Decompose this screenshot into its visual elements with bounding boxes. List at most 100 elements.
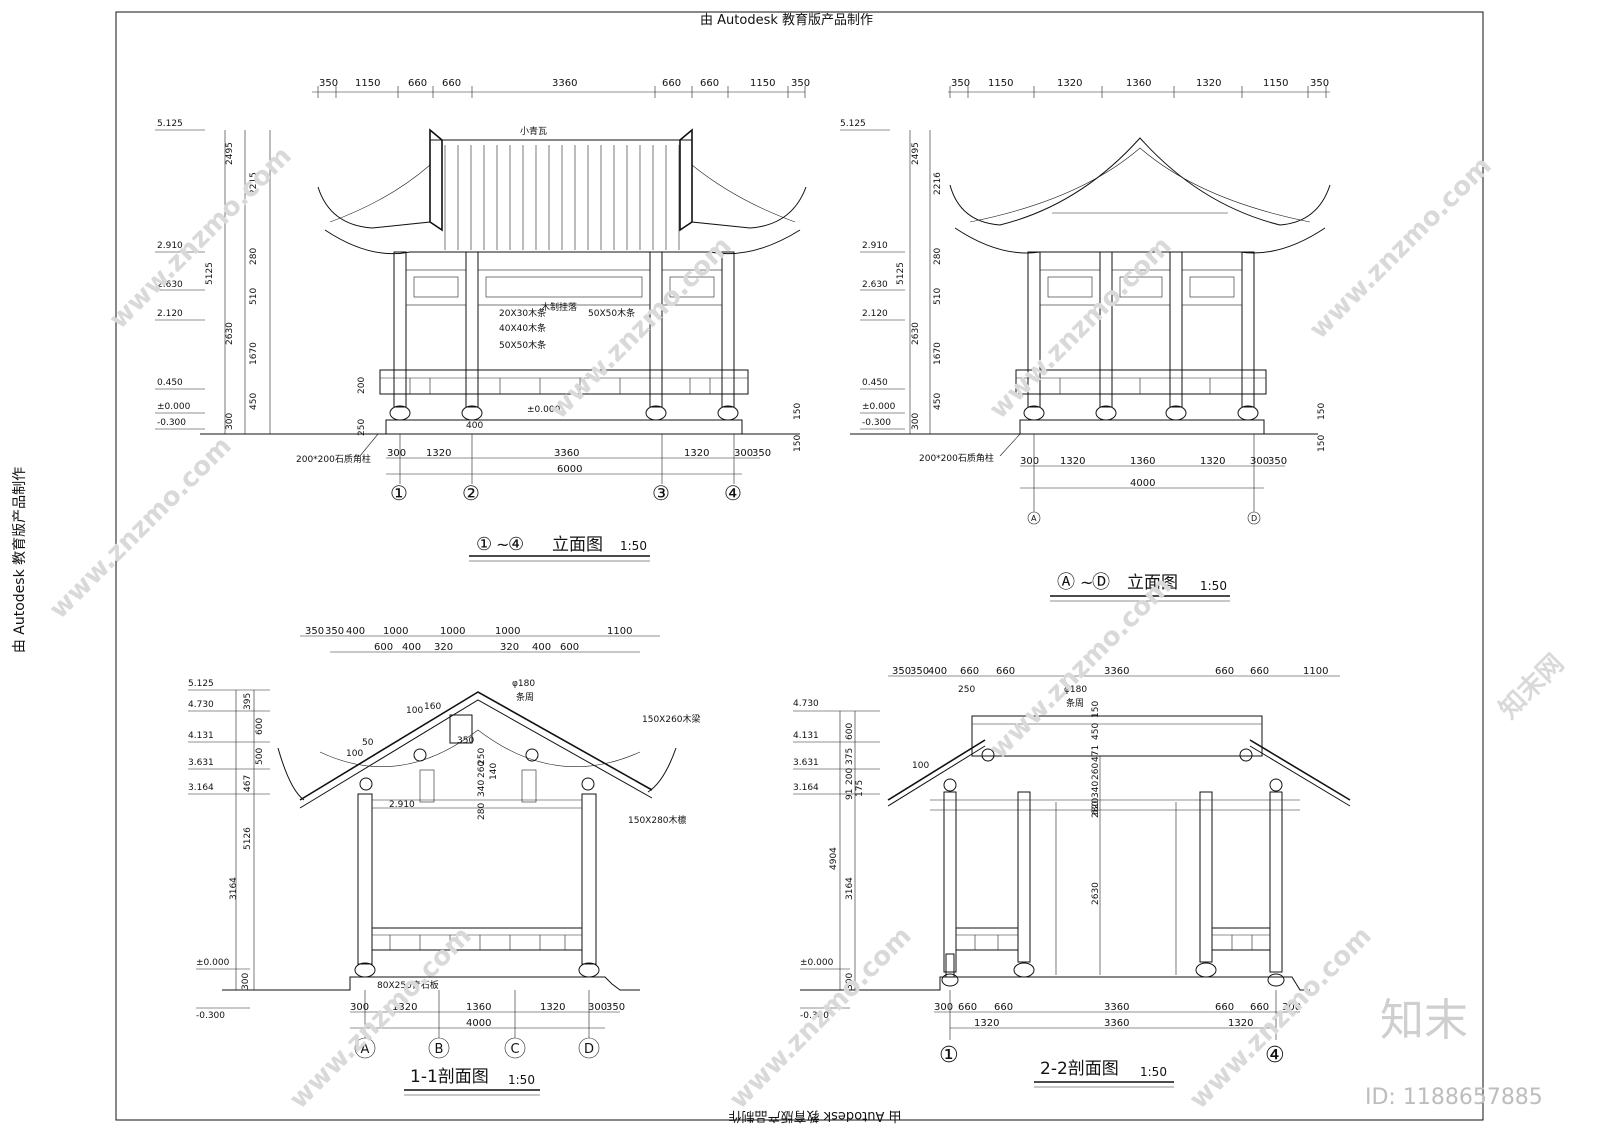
v4-left-dim: 375: [845, 748, 855, 765]
v4-bottom-dim: 300: [934, 1002, 953, 1013]
v3-mid-dim: 140: [489, 763, 499, 780]
v3-top-dim2: 600: [560, 642, 579, 653]
v1-axis-2: ②: [462, 481, 480, 505]
v3-top-dim: 350: [325, 626, 344, 637]
v1-label-ground: ±0.000: [527, 405, 561, 415]
v2-top-dim: 1320: [1196, 78, 1221, 89]
v2-left-dim: 300: [911, 413, 921, 430]
v4-level: ±0.000: [800, 958, 834, 968]
v4-bottom-dim: 660: [1215, 1002, 1234, 1013]
v3-bottom-dim: 1320: [392, 1002, 417, 1013]
watermark-text: www.znzmo.com: [984, 231, 1178, 425]
v2-left-dim: 510: [933, 288, 943, 305]
v4-top-dim: 3360: [1104, 666, 1129, 677]
v2-axis-a: A: [1031, 514, 1037, 523]
v1-top-dim: 660: [662, 78, 681, 89]
v1-top-dim: 660: [408, 78, 427, 89]
v3-top-dim2: 400: [402, 642, 421, 653]
v2-right-dim: 150: [1317, 435, 1327, 452]
v3-label-beam: 150X260木梁: [642, 713, 701, 725]
v1-bottom-dim: 1320: [684, 448, 709, 459]
v1-level: -0.300: [157, 418, 186, 428]
v3-mid-dim: 350: [457, 736, 474, 746]
watermark-text: www.znzmo.com: [104, 141, 298, 335]
v1-right-dim: 150: [793, 435, 803, 452]
v1-level: ±0.000: [157, 402, 191, 412]
v3-mid-dim: 250: [477, 748, 487, 765]
v4-bottom-dim: 660: [994, 1002, 1013, 1013]
v4-mid-dim: 280: [1091, 801, 1101, 818]
sheet-border: [115, 11, 1484, 1121]
v2-bottom-dim: 1320: [1200, 456, 1225, 467]
bottom-stamp: 由 Autodesk 教育版产品制作: [729, 1108, 902, 1124]
v2-bottom-dim: 300: [1250, 456, 1269, 467]
v4-mid-dim: 2630: [1091, 882, 1101, 905]
v2-bottom-dim: 1320: [1060, 456, 1085, 467]
v2-top-dim: 1150: [988, 78, 1013, 89]
v2-axis-d: D: [1251, 514, 1257, 523]
v4-mid-dim: 250: [958, 685, 975, 695]
v1-left-dim: 1670: [249, 342, 259, 365]
v4-top-dim: 660: [1215, 666, 1234, 677]
v3-level: 5.125: [188, 679, 214, 689]
v2-bottom-dim: 350: [1268, 456, 1287, 467]
v3-mid-dim: 280: [477, 803, 487, 820]
v4-mid-dim: 340: [1091, 781, 1101, 798]
svg-text:1:50: 1:50: [1200, 579, 1227, 593]
v1-left-dim: 5125: [205, 262, 215, 285]
v3-mid-dim: 260: [477, 761, 487, 778]
v4-level: 4.730: [793, 699, 819, 709]
v1-label-strip: 50X50木条: [499, 339, 546, 351]
v3-slope: 100: [346, 749, 363, 759]
v4-slope: 100: [912, 761, 929, 771]
v1-label-col: 200*200石质角柱: [296, 453, 371, 465]
v3-slope: 160: [424, 702, 441, 712]
v1-total-dim: 6000: [557, 464, 582, 475]
v3-top-dim2: 320: [434, 642, 453, 653]
v2-top-dim: 350: [951, 78, 970, 89]
v4-bottom-dim: 300: [1282, 1002, 1301, 1013]
svg-text:1:50: 1:50: [620, 539, 647, 553]
v3-top-dim: 400: [346, 626, 365, 637]
elevation-1-4: 350 1150 660 660 3360 660 660 1150 350: [155, 78, 810, 562]
v1-left-dim: 510: [249, 288, 259, 305]
svg-text:④: ④: [508, 534, 524, 555]
v2-left-dim: 450: [933, 393, 943, 410]
v1-label-strip: 50X50木条: [588, 307, 635, 319]
svg-text:1:50: 1:50: [1140, 1065, 1167, 1079]
v4-level: 3.631: [793, 758, 819, 768]
v1-level: 2.910: [157, 241, 183, 251]
v2-top-dim: 1360: [1126, 78, 1151, 89]
v3-level: -0.300: [196, 1011, 225, 1021]
v1-label-hang: 木制挂落: [541, 301, 577, 313]
v1-misc-dim: 400: [466, 421, 483, 431]
v3-bottom-dim: 1360: [466, 1002, 491, 1013]
v1-bottom-dim: 350: [752, 448, 771, 459]
v4-mid-dim: 260: [1091, 763, 1101, 780]
v1-level: 2.630: [157, 280, 183, 290]
svg-text:1:50: 1:50: [508, 1073, 535, 1087]
v1-top-dim: 3360: [552, 78, 577, 89]
v1-left-dim: 2215: [249, 172, 259, 195]
section-1-1: 350 350 400 1000 1000 1000 1100 600 400 …: [188, 626, 701, 1096]
svg-text:立面图: 立面图: [552, 535, 603, 555]
v4-mid-dim: 471: [1091, 745, 1101, 762]
v3-top-dim: 350: [305, 626, 324, 637]
v1-right-dim: 150: [793, 403, 803, 420]
v2-level: 5.125: [840, 119, 866, 129]
v3-left-dim: 600: [255, 718, 265, 735]
v1-label-tile: 小青瓦: [520, 125, 547, 137]
v3-label-board: 80X250青石板: [377, 979, 439, 991]
watermark-text: www.znzmo.com: [724, 921, 918, 1115]
v4-left-dim: 300: [845, 973, 855, 990]
v2-top-dim: 350: [1310, 78, 1329, 89]
v4-bottom-dim: 660: [1250, 1002, 1269, 1013]
v3-axis-c: C: [510, 1042, 519, 1057]
v3-axis-b: B: [435, 1042, 444, 1057]
v2-level: 2.120: [862, 309, 888, 319]
v4-top-dim: 660: [960, 666, 979, 677]
v3-top-dim: 1000: [495, 626, 520, 637]
v3-slope: 50: [362, 738, 374, 748]
svg-text:~: ~: [1080, 573, 1093, 592]
